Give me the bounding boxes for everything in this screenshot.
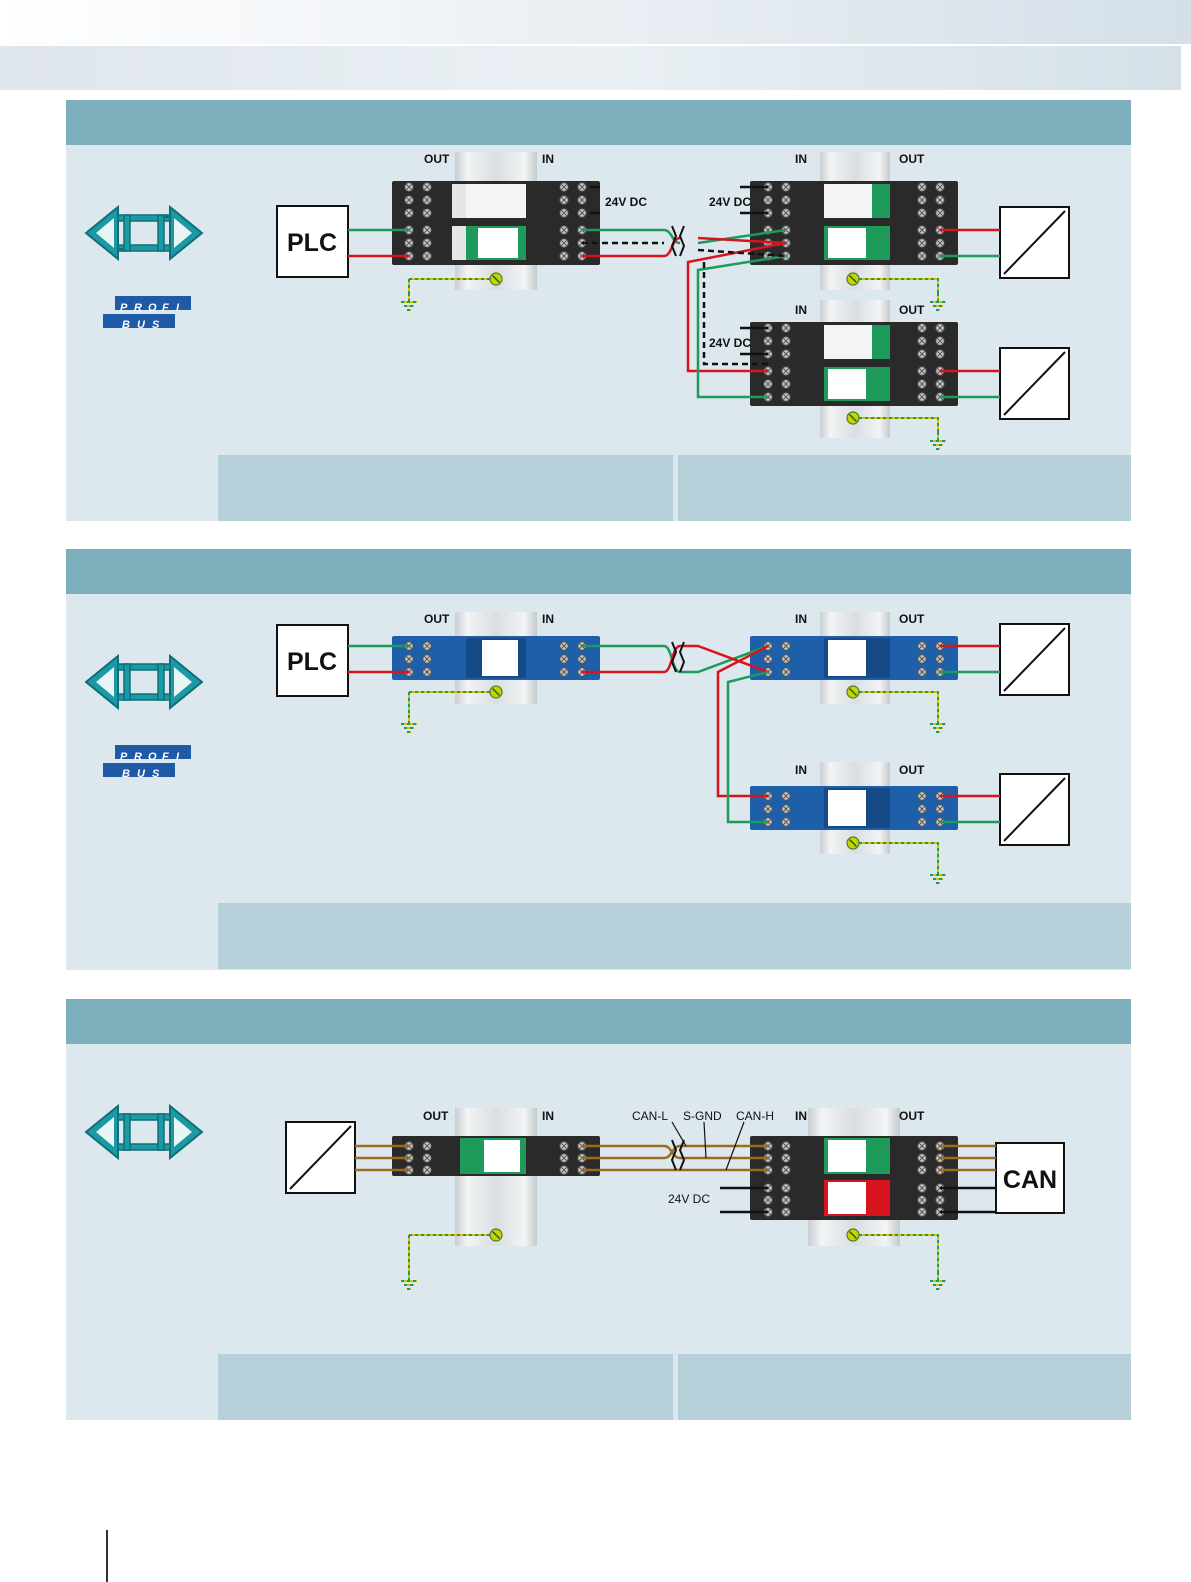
in-label: IN [795,303,807,317]
header-band-top [0,0,1191,44]
diagram-3 [285,1108,1065,1290]
in-label: IN [795,1109,807,1123]
svg-text:P: P [120,302,128,314]
can-box [995,1142,1065,1214]
out-label: OUT [424,612,450,626]
svg-text:O: O [148,302,157,314]
panel-footer-left [218,455,673,521]
profibus-wordmark: P R O F I B U S [120,751,180,780]
field-device [285,1121,356,1194]
voltage-label: 24V DC [709,195,751,209]
out-label: OUT [899,612,925,626]
surge-protection-module-blue [750,636,958,680]
surge-protection-module [392,1136,600,1176]
svg-text:S: S [152,768,160,780]
svg-text:P: P [120,751,128,763]
can-label: CAN [1003,1166,1057,1194]
in-label: IN [542,612,554,626]
plc-label: PLC [287,229,337,257]
ground-connection [400,685,947,884]
can-h-label: CAN-H [736,1109,774,1123]
voltage-label: 24V DC [605,195,647,209]
svg-text:U: U [137,768,146,780]
svg-text:I: I [176,302,180,314]
surge-protection-module-blue [392,636,600,680]
profibus-logo [103,745,191,777]
bus-wiring [348,185,1000,399]
panel-profibus-blue [66,549,1131,970]
field-device [999,773,1070,846]
panel-footer-left [218,1354,673,1420]
can-l-label: CAN-L [632,1109,668,1123]
page-margin-line [106,1530,108,1582]
surge-protection-module [392,181,600,265]
svg-text:R: R [134,302,142,314]
voltage-label: 24V DC [709,336,751,350]
din-rail [455,1108,537,1246]
s-gnd-label: S-GND [683,1109,722,1123]
ground-connection [400,1228,947,1290]
in-label: IN [795,612,807,626]
panel-footer-right [678,455,1131,521]
signal-transmission-icon [84,1103,204,1161]
panel-footer [218,903,1131,969]
in-label: IN [795,152,807,166]
svg-text:R: R [134,751,142,763]
plc-box [276,624,349,697]
profibus-wordmark: P R O F I B U S [120,302,180,331]
field-device [999,623,1070,696]
diagram-1 [276,152,1070,450]
svg-text:I: I [176,751,180,763]
svg-text:O: O [148,751,157,763]
in-label: IN [542,152,554,166]
header-band-bottom [0,46,1181,90]
out-label: OUT [424,152,450,166]
svg-text:F: F [162,302,169,314]
in-label: IN [795,763,807,777]
svg-text:B: B [122,319,130,331]
svg-text:S: S [152,319,160,331]
out-label: OUT [899,1109,925,1123]
panel-title-bar [66,100,1131,145]
signal-transmission-icon [84,204,204,262]
plc-box [276,205,349,278]
ground-connection [400,272,947,450]
can-bus-wiring [355,1121,996,1214]
out-label: OUT [899,763,925,777]
surge-protection-module-blue [750,786,958,830]
svg-text:U: U [137,319,146,331]
panel-title-bar [66,999,1131,1044]
field-device [999,206,1070,279]
out-label: OUT [899,152,925,166]
plc-label: PLC [287,648,337,676]
panel-profibus-24v [66,100,1131,521]
voltage-label: 24V DC [668,1192,710,1206]
diagram-2 [276,612,1070,884]
surge-protection-module [750,181,958,265]
out-label: OUT [899,303,925,317]
out-label: OUT [423,1109,449,1123]
surge-protection-module [750,322,958,406]
bus-wiring [348,641,1000,824]
panel-title-bar [66,549,1131,594]
field-device [999,347,1070,420]
surge-protection-module [750,1136,958,1220]
in-label: IN [542,1109,554,1123]
svg-text:B: B [122,768,130,780]
svg-text:F: F [162,751,169,763]
panel-footer-right [678,1354,1131,1420]
signal-transmission-icon [84,653,204,711]
profibus-logo [103,296,191,328]
